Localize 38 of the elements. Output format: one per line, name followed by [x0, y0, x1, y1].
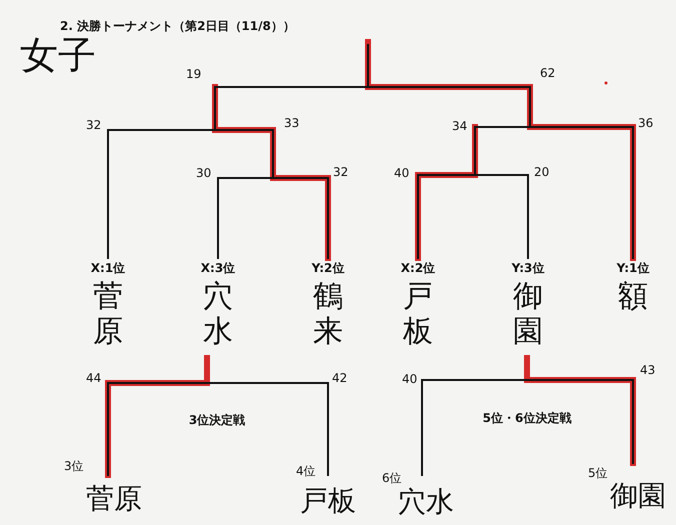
team-name: 戸板: [300, 487, 356, 515]
team-name: 御園: [610, 482, 666, 510]
score-label: 20: [534, 166, 550, 178]
score-label: 44: [86, 372, 102, 384]
team-name: 菅原: [93, 280, 123, 349]
team-name: 額: [618, 280, 648, 314]
team-name: 御園: [513, 280, 543, 349]
score-label: 19: [186, 68, 202, 80]
score-label: 32: [333, 166, 348, 178]
rank-label: 6位: [382, 472, 402, 484]
team-name: 鶴来: [313, 280, 343, 349]
match-title: 5位・6位決定戦: [482, 412, 572, 424]
team-name: 穴水: [398, 488, 454, 516]
score-label: 62: [540, 67, 556, 79]
score-label: 36: [638, 117, 654, 129]
seed-label: Y:2位: [312, 262, 344, 274]
score-label: 30: [196, 167, 212, 179]
match-title: 3位決定戦: [188, 414, 246, 426]
seed-label: Y:3位: [512, 262, 544, 274]
team-name: 穴水: [203, 280, 233, 349]
score-label: 43: [640, 364, 656, 376]
handwritten-label: 女子: [20, 36, 96, 74]
score-label: 34: [452, 120, 468, 132]
rank-label: 3位: [64, 460, 84, 472]
score-label: 40: [402, 373, 418, 385]
seed-label: X:2位: [400, 262, 436, 274]
rank-label: 4位: [296, 465, 316, 477]
team-name: 菅原: [86, 485, 142, 513]
team-name: 戸板: [403, 280, 433, 349]
score-label: 33: [284, 117, 300, 129]
rank-label: 5位: [588, 467, 608, 479]
seed-label: Y:1位: [616, 262, 650, 274]
score-label: 32: [86, 119, 102, 131]
seed-label: X:3位: [200, 262, 236, 274]
heading: 2. 決勝トーナメント（第2日目（11/8））: [60, 20, 295, 32]
score-label: 40: [394, 167, 410, 179]
seed-label: X:1位: [90, 262, 126, 274]
score-label: 42: [332, 372, 348, 384]
